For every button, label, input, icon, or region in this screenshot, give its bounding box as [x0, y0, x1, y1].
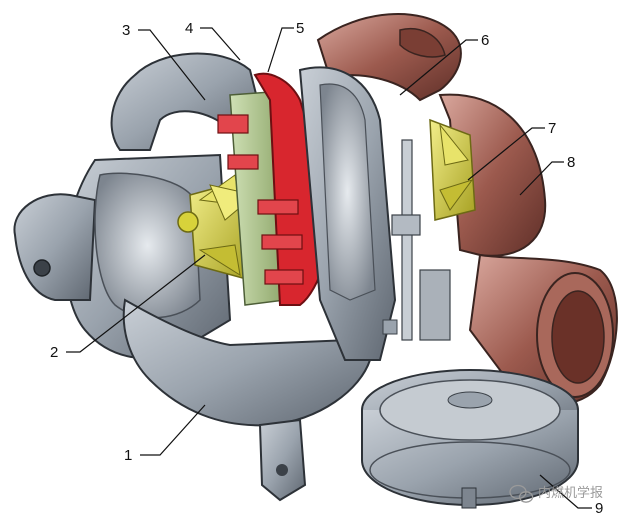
callout-lines: [66, 27, 592, 509]
watermark-text: 内燃机学报: [538, 485, 603, 501]
callout-label-7: 7: [548, 120, 556, 137]
callout-line-8: [519, 161, 564, 196]
watermark: 内燃机学报: [509, 484, 603, 503]
compressor-housing: [13, 52, 372, 502]
callout-label-6: 6: [481, 32, 489, 49]
callout-line-2: [66, 254, 206, 353]
actuator-rod: [382, 139, 451, 341]
callout-line-5: [267, 27, 294, 73]
callout-label-4: 4: [185, 20, 193, 37]
wechat-logo-icon: [509, 484, 534, 503]
callout-label-9: 9: [595, 500, 603, 517]
callout-label-5: 5: [296, 20, 304, 37]
callout-label-3: 3: [122, 22, 130, 39]
callout-line-3: [138, 29, 206, 101]
callout-label-2: 2: [50, 344, 58, 361]
callout-label-8: 8: [567, 154, 575, 171]
callout-line-1: [140, 404, 206, 456]
vacuum-actuator: [361, 369, 579, 509]
callout-line-9: [539, 474, 592, 509]
turbine-wheel: [429, 118, 476, 221]
turbine-housing-top: [316, 13, 462, 102]
callout-line-4: [200, 27, 241, 61]
callout-line-7: [467, 127, 545, 181]
callout-label-1: 1: [124, 447, 132, 464]
callout-line-6: [399, 39, 478, 96]
center-housing: [298, 66, 397, 361]
